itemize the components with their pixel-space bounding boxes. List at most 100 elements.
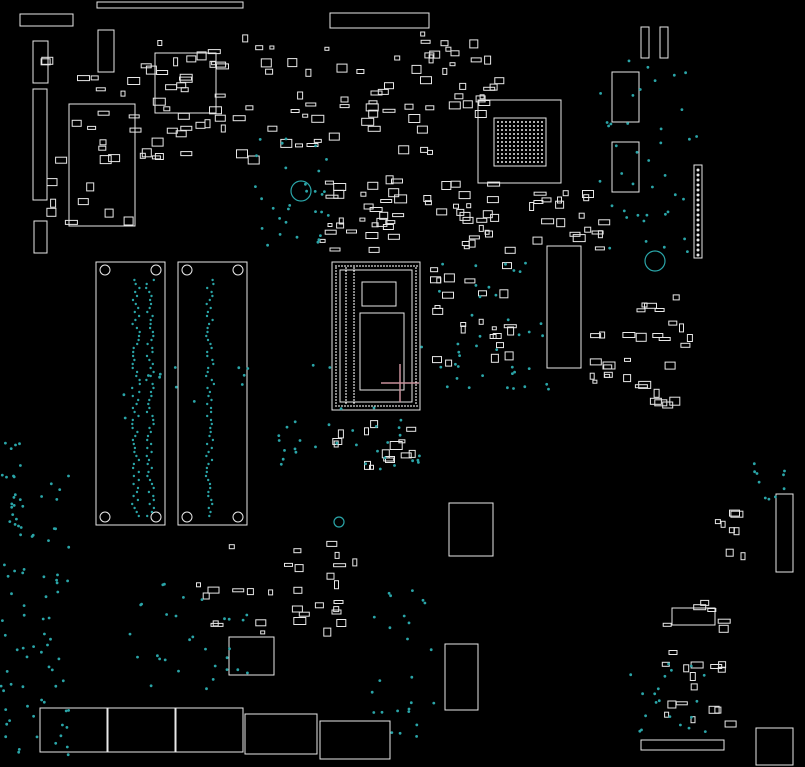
smd-part[interactable] bbox=[287, 58, 298, 68]
smd-part[interactable] bbox=[140, 63, 152, 69]
smd-part[interactable] bbox=[718, 624, 729, 633]
ic-vert-2[interactable] bbox=[659, 26, 669, 59]
smd-part[interactable] bbox=[368, 246, 380, 253]
smd-part[interactable] bbox=[371, 222, 379, 228]
smd-part[interactable] bbox=[432, 356, 442, 364]
smd-part[interactable] bbox=[717, 666, 726, 673]
smd-part[interactable] bbox=[603, 371, 613, 378]
smd-part[interactable] bbox=[64, 219, 78, 225]
smd-part[interactable] bbox=[329, 247, 341, 252]
io-port-4[interactable] bbox=[244, 713, 318, 755]
smd-part[interactable] bbox=[40, 58, 51, 66]
smd-part[interactable] bbox=[179, 76, 192, 81]
smd-part[interactable] bbox=[387, 233, 400, 240]
smd-part[interactable] bbox=[708, 705, 720, 714]
smd-part[interactable] bbox=[669, 396, 681, 406]
connector-right-strip[interactable] bbox=[693, 164, 703, 259]
smd-part[interactable] bbox=[334, 551, 340, 559]
smd-part[interactable] bbox=[479, 94, 485, 100]
smd-part[interactable] bbox=[380, 199, 393, 203]
smd-part[interactable] bbox=[443, 273, 455, 283]
smd-part[interactable] bbox=[129, 127, 142, 133]
smd-part[interactable] bbox=[220, 124, 226, 133]
smd-part[interactable] bbox=[128, 114, 140, 119]
smd-part[interactable] bbox=[207, 49, 221, 55]
smd-part[interactable] bbox=[293, 548, 302, 554]
smd-part[interactable] bbox=[108, 154, 121, 163]
smd-part[interactable] bbox=[368, 109, 379, 118]
connector-left-lower[interactable] bbox=[33, 220, 48, 254]
smd-part[interactable] bbox=[720, 520, 726, 528]
smd-part[interactable] bbox=[490, 353, 499, 363]
smd-part[interactable] bbox=[338, 217, 344, 225]
smd-part[interactable] bbox=[370, 90, 383, 96]
smd-part[interactable] bbox=[246, 588, 254, 596]
smd-part[interactable] bbox=[458, 191, 471, 200]
smd-part[interactable] bbox=[379, 211, 389, 220]
smd-part[interactable] bbox=[707, 608, 717, 612]
smd-part[interactable] bbox=[680, 342, 691, 348]
smd-part[interactable] bbox=[394, 55, 401, 61]
smd-part[interactable] bbox=[242, 34, 249, 43]
smd-part[interactable] bbox=[469, 39, 479, 49]
smd-part[interactable] bbox=[334, 580, 339, 590]
smd-part[interactable] bbox=[690, 716, 696, 724]
smd-part[interactable] bbox=[302, 113, 309, 118]
smd-part[interactable] bbox=[462, 100, 473, 109]
smd-part[interactable] bbox=[232, 115, 246, 122]
smd-part[interactable] bbox=[333, 606, 340, 613]
smd-part[interactable] bbox=[319, 238, 326, 243]
smd-part[interactable] bbox=[284, 562, 293, 567]
smd-part[interactable] bbox=[683, 664, 690, 673]
smd-part[interactable] bbox=[591, 230, 604, 235]
smd-part[interactable] bbox=[622, 332, 636, 338]
smd-part[interactable] bbox=[733, 527, 740, 536]
smd-part[interactable] bbox=[464, 278, 476, 284]
smd-part[interactable] bbox=[333, 563, 347, 568]
smd-part[interactable] bbox=[369, 464, 374, 470]
smd-part[interactable] bbox=[305, 68, 312, 77]
smd-part[interactable] bbox=[450, 50, 460, 57]
ic-lower-center[interactable] bbox=[448, 502, 494, 557]
smd-part[interactable] bbox=[177, 112, 190, 120]
connector-bottom-right[interactable] bbox=[640, 739, 725, 751]
smd-part[interactable] bbox=[209, 106, 222, 115]
smd-part[interactable] bbox=[324, 180, 334, 185]
smd-part[interactable] bbox=[214, 114, 226, 122]
smd-part[interactable] bbox=[326, 572, 335, 580]
connector-top-center[interactable] bbox=[329, 12, 430, 29]
smd-part[interactable] bbox=[297, 91, 304, 100]
smd-part[interactable] bbox=[491, 326, 497, 331]
ic-lower-left[interactable] bbox=[228, 636, 275, 676]
smd-part[interactable] bbox=[196, 51, 207, 61]
dimm-slot-1[interactable] bbox=[95, 261, 166, 526]
smd-part[interactable] bbox=[710, 664, 723, 669]
smd-part[interactable] bbox=[459, 211, 471, 221]
smd-part[interactable] bbox=[490, 213, 500, 222]
smd-part[interactable] bbox=[260, 630, 266, 635]
smd-part[interactable] bbox=[541, 218, 555, 225]
smd-part[interactable] bbox=[590, 333, 602, 339]
smd-part[interactable] bbox=[406, 426, 417, 432]
smd-part[interactable] bbox=[635, 332, 647, 342]
smd-part[interactable] bbox=[365, 103, 379, 112]
smd-part[interactable] bbox=[346, 229, 357, 234]
smd-part[interactable] bbox=[424, 200, 432, 206]
smd-part[interactable] bbox=[532, 236, 543, 245]
smd-part[interactable] bbox=[293, 617, 307, 625]
smd-part[interactable] bbox=[589, 358, 602, 366]
smd-part[interactable] bbox=[314, 602, 324, 609]
smd-part[interactable] bbox=[456, 208, 465, 216]
smd-part[interactable] bbox=[440, 40, 449, 47]
smd-part[interactable] bbox=[333, 183, 347, 191]
smd-part[interactable] bbox=[466, 203, 472, 209]
smd-part[interactable] bbox=[71, 119, 82, 127]
connector-lower-vertical[interactable] bbox=[444, 643, 479, 711]
smd-part[interactable] bbox=[212, 620, 219, 627]
smd-part[interactable] bbox=[507, 326, 515, 336]
smd-part[interactable] bbox=[725, 548, 734, 557]
smd-part[interactable] bbox=[494, 77, 505, 85]
smd-part[interactable] bbox=[77, 75, 90, 82]
smd-part[interactable] bbox=[442, 291, 454, 299]
smd-part[interactable] bbox=[173, 57, 179, 67]
